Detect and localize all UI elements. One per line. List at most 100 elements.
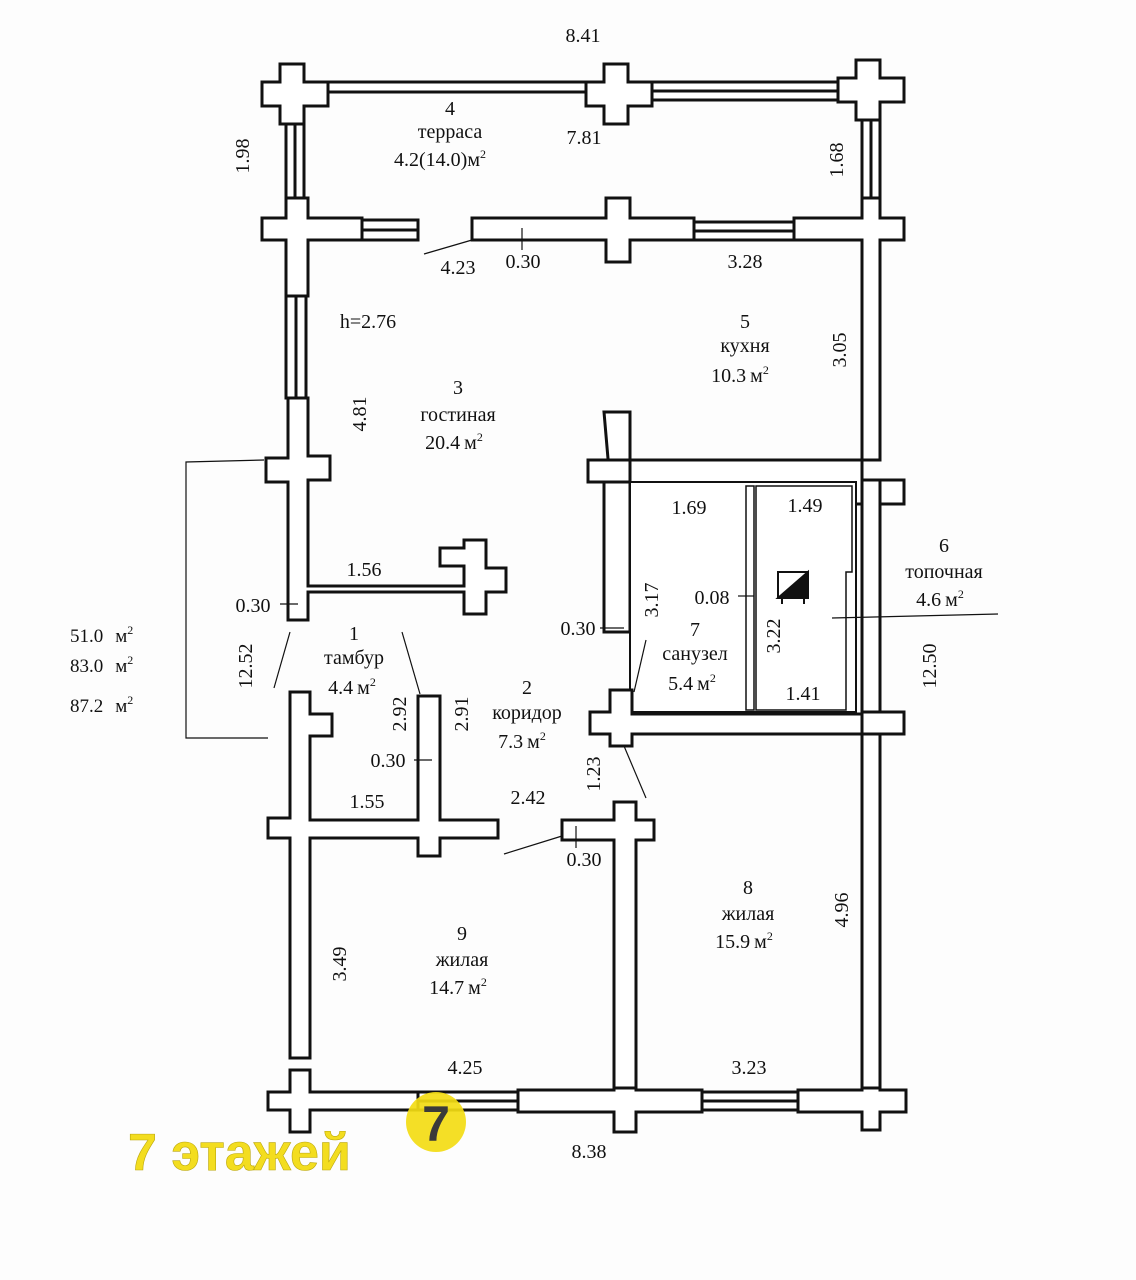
dim-boiler-bottom: 1.41 [786,683,821,705]
dim-terrace-left: 1.98 [232,139,254,174]
dim-base-total: 8.38 [572,1141,607,1163]
wall-bottom-right [796,1086,908,1132]
dim-door-a: 4.23 [441,257,476,279]
dim-corr-bottom: 2.42 [511,787,546,809]
wall-right [860,478,882,1092]
svg-text:51.0м2: 51.0м2 [70,623,133,647]
room-number: 5 [740,311,750,333]
watermark-badge: 7 [422,1096,450,1152]
svg-text:4.6м2: 4.6м2 [916,587,964,611]
wall-mid-horizontal [588,688,864,748]
wall-upper-left [260,196,364,298]
room-number: 7 [690,619,700,641]
room-name: кухня [720,335,769,357]
total-area-value: 83.0 [70,656,103,677]
dim-bath-h: 3.17 [641,583,663,618]
wall-bath-left [602,478,632,634]
dim-height: h=2.76 [340,311,396,333]
cross-post [260,62,330,126]
room-name: жилая [435,949,489,971]
total-area-value: 87.2 [70,696,103,717]
dimension-labels: 8.41 7.81 1.98 1.68 4.23 0.30 3.28 3.05 … [232,25,941,1163]
dim-boiler-top: 1.49 [788,495,823,517]
svg-text:15.9м2: 15.9м2 [715,929,773,953]
room-name: тамбур [324,647,384,669]
room-number: 6 [939,535,949,557]
svg-text:14.7м2: 14.7м2 [429,975,487,999]
dim-vest-h: 2.92 [389,697,411,732]
cross-post [836,58,906,122]
room-name: терраса [418,121,483,143]
room-name: санузел [662,643,727,665]
cross-post [584,62,654,126]
svg-text:7.3м2: 7.3м2 [498,729,546,753]
post-right-mid [860,710,906,736]
dim-left-total: 12.52 [235,644,257,689]
room-unit: м [697,673,710,695]
dim-vest-top: 1.56 [347,559,382,581]
room-area: 4.2(14.0) [394,149,467,171]
room-name: гостиная [420,404,495,426]
room-area: 14.7 [429,977,464,999]
room-area: 5.4 [668,673,693,695]
dim-terrace-right: 1.68 [826,143,848,178]
room-area: 4.4 [328,677,353,699]
wall-bottom-mid [516,1086,704,1134]
room-area: 15.9 [715,931,750,953]
room-number: 9 [457,923,467,945]
room-name: коридор [492,702,562,724]
room-unit: м [464,432,477,454]
total-area-unit: м [115,656,127,677]
boiler-icon [775,569,809,604]
dim-boiler-h: 3.22 [763,619,785,654]
dim-vest-bottom: 1.55 [350,791,385,813]
room-name: топочная [905,561,983,583]
dim-corr-h: 2.91 [451,697,473,732]
room-unit: м [468,977,481,999]
terrace-rail-top-left [326,80,588,94]
room-number: 3 [453,377,463,399]
room-unit: м [754,931,767,953]
room-area: 20.4 [425,432,460,454]
dim-corr-wall: 0.30 [561,618,596,640]
dim-terrace-outer: 8.41 [566,25,601,47]
room-unit: м [945,589,958,611]
dim-bed-gap: 1.23 [583,757,605,792]
dim-bed8-side: 4.96 [831,893,853,928]
room-area: 7.3 [498,731,523,753]
room-area: 4.6 [916,589,941,611]
dim-bath-top: 1.69 [672,497,707,519]
room-number: 2 [522,677,532,699]
total-area-unit: м [115,626,127,647]
wall-left-lower [266,690,500,1060]
watermark-text: 7 этажей [128,1124,351,1182]
room-unit: м [467,149,480,171]
wall-bottom-left [266,1068,420,1134]
total-area-unit: м [115,696,127,717]
dim-kitchen-right: 3.05 [829,333,851,368]
svg-text:10.3м2: 10.3м2 [711,363,769,387]
watermark: 7 7 этажей [128,1092,466,1182]
svg-text:87.2м2: 87.2м2 [70,693,133,717]
room-area: 10.3 [711,365,746,387]
room-unit: м [527,731,540,753]
svg-text:4.4м2: 4.4м2 [328,675,376,699]
dim-living-side: 4.81 [349,397,371,432]
svg-text:20.4м2: 20.4м2 [425,430,483,454]
wall-upper-right [792,196,906,462]
svg-text:83.0м2: 83.0м2 [70,653,133,677]
partition-wall [745,485,755,711]
dim-partition: 0.08 [695,587,730,609]
dim-bed9-bottom: 4.25 [448,1057,483,1079]
dim-wall-b: 0.30 [236,595,271,617]
dim-wall-d: 0.30 [567,849,602,871]
room-unit: м [750,365,763,387]
dim-kitchen-top: 3.28 [728,251,763,273]
dim-right-total: 12.50 [919,644,941,689]
svg-text:4.2(14.0)м2: 4.2(14.0)м2 [394,147,486,171]
leader-lines [185,228,999,855]
watermark-badge-circle [406,1092,466,1152]
